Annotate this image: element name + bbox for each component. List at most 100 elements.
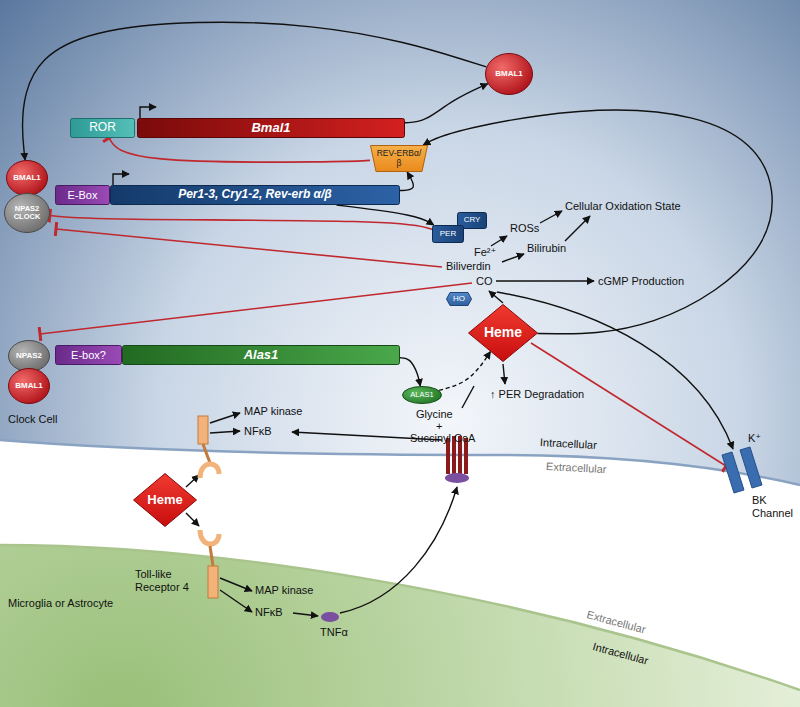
node-text: BMAL1 [15,382,43,391]
reaction-arrow [502,254,524,262]
promoter-box-shape [56,186,110,205]
node-text-group: E-Box [68,189,98,201]
node-text: ROR [89,121,116,134]
inhibition-line [40,283,472,334]
protein-circle-shape [9,341,50,372]
protein-circle-shape [7,161,48,196]
signal-label: MAP kinase [244,405,303,418]
metabolite-label: Biliverdin [446,260,491,273]
signal-arrow [210,413,240,423]
node-text-group: NPAS2 CLOCK [10,205,44,222]
node-text: E-box? [71,349,106,361]
outcome-label: Cellular Oxidation State [565,200,681,213]
receptor-domain [198,416,208,444]
protein-circle-shape [486,54,533,95]
node-text: CRY [464,216,481,225]
enzyme-ellipse-shape [403,387,442,404]
metabolite-label: Fe²⁺ [474,246,496,259]
enzyme-hexagon: HO [446,292,472,306]
node-text-group: Heme [147,493,182,507]
signal-arrow [186,513,199,526]
signal-arrow [220,590,252,612]
heme-diamond: Heme [133,473,197,527]
channel-subunit [740,447,762,488]
activation-connector [22,22,486,160]
transcription-start-arrow [113,174,129,185]
cell-label: Microglia or Astrocyte [8,597,113,610]
node-text-group: ROR [89,121,116,134]
receptor-stalk [203,444,210,463]
node-text-group: Bmal1 [251,121,290,135]
protein-circle: NPAS2 CLOCK [4,193,50,233]
inhibition-line [531,343,726,466]
ligand [445,473,469,483]
protein-circle-shape [9,369,50,404]
substrate-label: Glycine [416,408,453,421]
inhibition-connector [50,216,432,230]
node-text-group: E-box? [71,349,106,361]
gene-box: Alas1 [122,345,400,365]
ion-label: K⁺ [748,432,761,445]
reaction-arrow [497,292,733,449]
promoter-box: E-box? [55,345,122,365]
reaction-arrow [565,216,590,241]
cytokine-label: TNFα [320,626,348,639]
reaction-arrow [540,211,562,223]
node-text: ALAS1 [410,391,433,399]
glia-cell-body [0,545,800,707]
signal-label: MAP kinase [255,584,314,597]
metabolite-label: ROSs [510,222,539,235]
membrane-side-label: Extracellular [546,460,607,476]
promoter-box: E-Box [55,185,110,205]
heme-diamond: Heme [468,304,538,362]
reaction-arrow [503,364,505,384]
clock-cell-body [0,0,800,485]
signal-arrow [210,431,240,433]
transcription-start-arrow [140,107,156,118]
cell-label: Clock Cell [8,413,58,426]
signal-arrow [220,578,252,591]
node-text-group: Heme [484,325,522,340]
inhibition-connector [109,138,370,162]
reaction-arrow [491,236,507,246]
signal-label: NFκB [255,606,283,619]
protein-circle-shape [5,194,50,233]
gene-box-shape [138,119,405,138]
gene-box-shape [123,346,400,365]
node-text: BMAL1 [13,174,41,183]
channel-subunit [722,452,744,493]
node-text: Heme [484,325,522,340]
substrate-label: + [436,420,442,433]
signal-label: NFκB [244,425,272,438]
node-text-group: CRY [464,216,481,225]
heme-diamond-shape [134,474,197,527]
node-text-group: Alas1 [244,348,279,362]
node-text: Alas1 [244,348,279,362]
protein-circle: NPAS2 [8,340,50,372]
node-text: BMAL1 [495,70,523,79]
heme-diamond-shape [469,305,538,362]
promoter-box-shape [71,119,135,138]
substrate-label: Succinyl CoA [410,432,475,445]
outcome-label: ↑ PER Degradation [490,388,584,401]
node-text-group: BMAL1 [15,382,43,391]
membrane-side-label: Intracellular [591,640,649,667]
signal-arrow [340,487,457,613]
node-text-group: NPAS2 [16,352,42,361]
receptor-hook [200,464,219,478]
activation-connector [439,352,490,391]
node-text-group: REV-ERBα/β [376,149,422,168]
signal-arrow [186,475,199,487]
node-text: Heme [147,493,182,507]
node-text: PER [440,230,456,239]
node-text: NPAS2 CLOCK [10,205,44,222]
activation-connector [400,358,420,386]
gene-box-shape [111,186,400,205]
inhibition-line [56,229,442,267]
bk-channel [722,447,762,493]
receptor-hook [200,530,219,544]
outcome-label: cGMP Production [598,275,684,288]
metabolite-label: Bilirubin [527,242,566,255]
enzyme-hexagon-shape [447,293,472,306]
metabolite-label: CO [476,275,493,288]
